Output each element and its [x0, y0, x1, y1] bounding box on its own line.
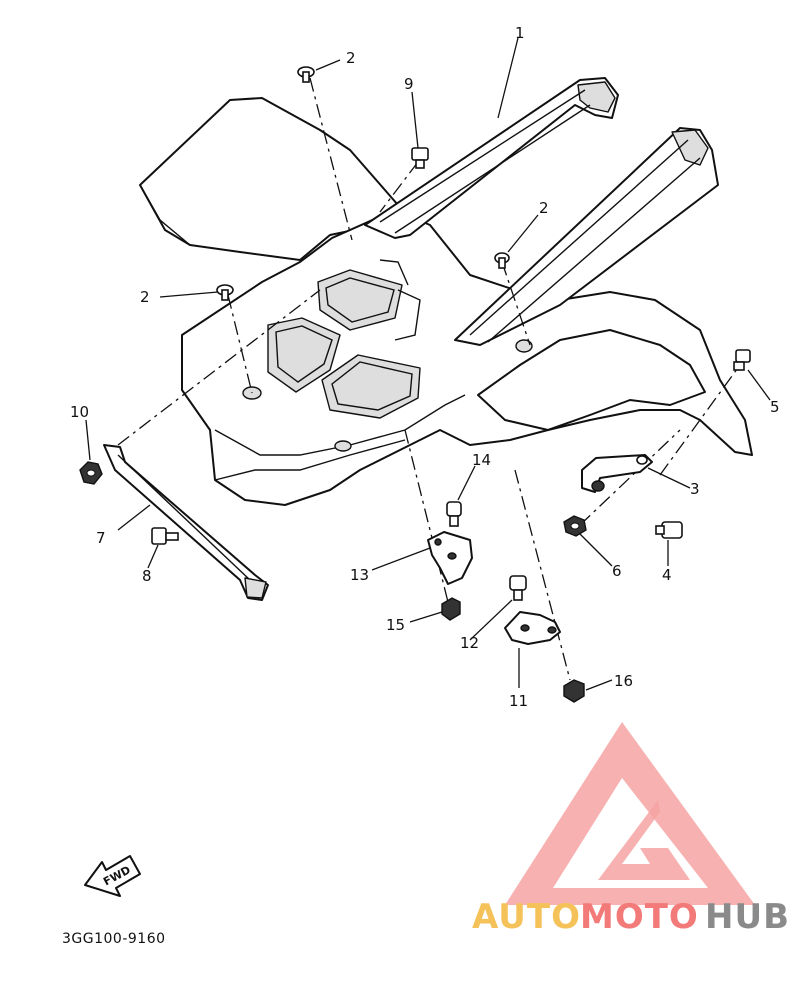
callout-12: 12 — [460, 634, 479, 652]
callout-11: 11 — [509, 692, 528, 710]
bolt-2-top-icon — [297, 66, 315, 83]
callout-14: 14 — [472, 451, 491, 469]
watermark-brand: AUTO MOTO HUB — [472, 897, 790, 937]
bolt-12-icon — [509, 575, 527, 601]
callout-4: 4 — [662, 566, 672, 584]
callout-15: 15 — [386, 616, 405, 634]
part-code: 3GG100-9160 — [62, 931, 166, 947]
callout-1: 1 — [515, 24, 525, 42]
watermark-logo — [505, 722, 755, 905]
callout-16: 16 — [614, 672, 633, 690]
callout-2-top: 2 — [346, 49, 356, 67]
assembly-lines — [117, 77, 741, 681]
callout-9: 9 — [404, 75, 414, 93]
callouts: 1 2 2 2 3 4 5 6 7 8 9 10 11 12 13 14 15 … — [70, 24, 780, 710]
brand-hub: HUB — [705, 897, 790, 937]
side-rail-right — [454, 127, 719, 346]
brand-moto: MOTO — [580, 897, 699, 937]
callout-13: 13 — [350, 566, 369, 584]
bracket-13 — [427, 531, 473, 585]
logo-g — [598, 800, 690, 880]
stay-bar-7 — [103, 444, 269, 601]
callout-5: 5 — [770, 398, 780, 416]
bracket-11 — [504, 611, 561, 645]
callout-6: 6 — [612, 562, 622, 580]
bolt-4-icon — [655, 521, 683, 539]
bolt-14-icon — [446, 501, 462, 527]
leader-lines — [85, 37, 771, 691]
nut-10-icon — [79, 461, 103, 485]
side-rail-left — [364, 77, 619, 239]
callout-2-left: 2 — [140, 288, 150, 306]
nut-6-icon — [563, 515, 587, 537]
bolt-2-right-icon — [494, 252, 510, 269]
bolt-5-icon — [733, 349, 751, 371]
callout-2-right: 2 — [539, 199, 549, 217]
callout-7: 7 — [96, 529, 106, 547]
brand-auto: AUTO — [472, 897, 581, 937]
nut-15-icon — [441, 597, 461, 621]
bolt-9-icon — [411, 147, 429, 169]
callout-8: 8 — [142, 567, 152, 585]
bracket-3 — [581, 454, 653, 493]
bolt-2-left-icon — [216, 284, 234, 301]
fwd-arrow-icon: FWD — [84, 855, 141, 897]
rear-fender — [139, 97, 753, 506]
callout-10: 10 — [70, 403, 89, 421]
nut-16-icon — [563, 679, 585, 703]
callout-3: 3 — [690, 480, 700, 498]
bolt-8-icon — [151, 527, 179, 545]
hardware — [79, 66, 751, 703]
